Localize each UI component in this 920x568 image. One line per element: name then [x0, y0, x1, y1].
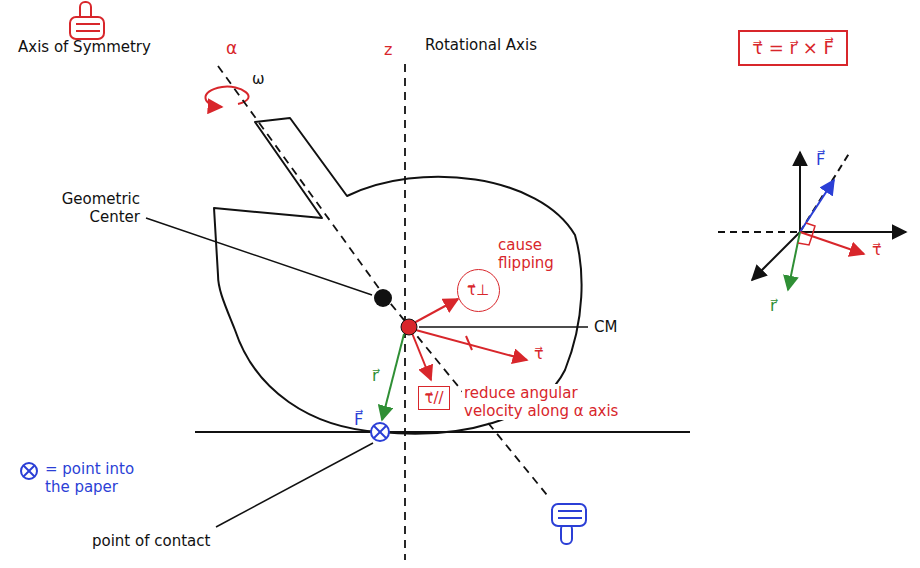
torque-parallel-arrow	[412, 333, 431, 380]
symbol-circle	[371, 423, 389, 441]
boxed-vector: τ⃗//	[418, 386, 450, 410]
point-label: Geometric Center	[40, 190, 140, 226]
right-angle-mark	[806, 223, 815, 236]
axis-arrow	[799, 152, 801, 232]
position-arrow	[788, 232, 800, 290]
axis-dashed	[718, 231, 800, 233]
axis-symbol: α	[226, 38, 237, 58]
leader-line	[216, 443, 373, 527]
force-into-paper-symbol	[371, 423, 389, 441]
legend-entry: = point into the paper	[18, 460, 145, 496]
vector-label: F⃗	[816, 150, 825, 169]
finger-line	[76, 30, 100, 32]
vector-label: F⃗	[354, 410, 363, 429]
ground-line	[195, 431, 690, 433]
symbol-circle	[21, 463, 37, 479]
note-label: cause flipping	[498, 236, 564, 272]
vector-label: r⃗	[770, 296, 777, 315]
finger-line	[558, 517, 582, 519]
rotational-axis	[404, 64, 406, 560]
right-angle-mark	[798, 236, 812, 245]
vector-label: τ⃗	[534, 344, 544, 363]
force-arrow	[800, 180, 834, 232]
symmetry-axis	[218, 66, 547, 495]
axis-label: Axis of Symmetry	[18, 38, 151, 56]
fist	[70, 17, 104, 39]
formula-box: τ⃗ = r⃗ × F⃗	[738, 30, 848, 66]
geometric-center-dot	[374, 289, 392, 307]
axis-arrow	[752, 232, 800, 280]
leader-line	[146, 218, 372, 295]
node-text: τ⃗//	[424, 389, 443, 407]
position-vector-arrow	[382, 334, 404, 420]
vector-label: τ⃗	[872, 240, 882, 259]
torque-arrow	[412, 329, 527, 360]
center-of-mass-dot	[401, 319, 417, 335]
point-label: CM	[594, 318, 617, 336]
axis-symbol: z	[384, 40, 392, 59]
axis-arrow	[800, 231, 906, 233]
into-paper-symbol	[18, 460, 40, 482]
finger-line	[76, 23, 100, 25]
symbol-cross	[24, 466, 35, 477]
finger-line	[558, 510, 582, 512]
leader-line	[419, 326, 588, 328]
symbol-cross	[374, 426, 386, 438]
cross-product-sketch	[718, 152, 906, 290]
symbol-cross	[374, 426, 386, 438]
symbol-cross	[24, 466, 35, 477]
circled-vector: τ⃗⊥	[457, 269, 500, 312]
axis-label: Rotational Axis	[425, 36, 537, 54]
tick-mark	[466, 336, 472, 350]
node-text: τ⃗⊥	[467, 281, 489, 299]
thumb-down-icon	[552, 504, 586, 544]
angular-velocity-symbol: ω	[252, 70, 265, 88]
torque-perp-arrow	[412, 299, 458, 324]
point-label: point of contact	[92, 532, 210, 550]
node-text: τ⃗ = r⃗ × F⃗	[752, 37, 834, 59]
rotation-arrow	[205, 87, 248, 107]
legend-text: = point into the paper	[45, 460, 145, 496]
fist	[552, 504, 586, 526]
note-label: reduce angular velocity along α axis	[462, 384, 626, 420]
vector-label: r⃗	[372, 366, 379, 385]
thumb-up-icon	[70, 2, 104, 39]
